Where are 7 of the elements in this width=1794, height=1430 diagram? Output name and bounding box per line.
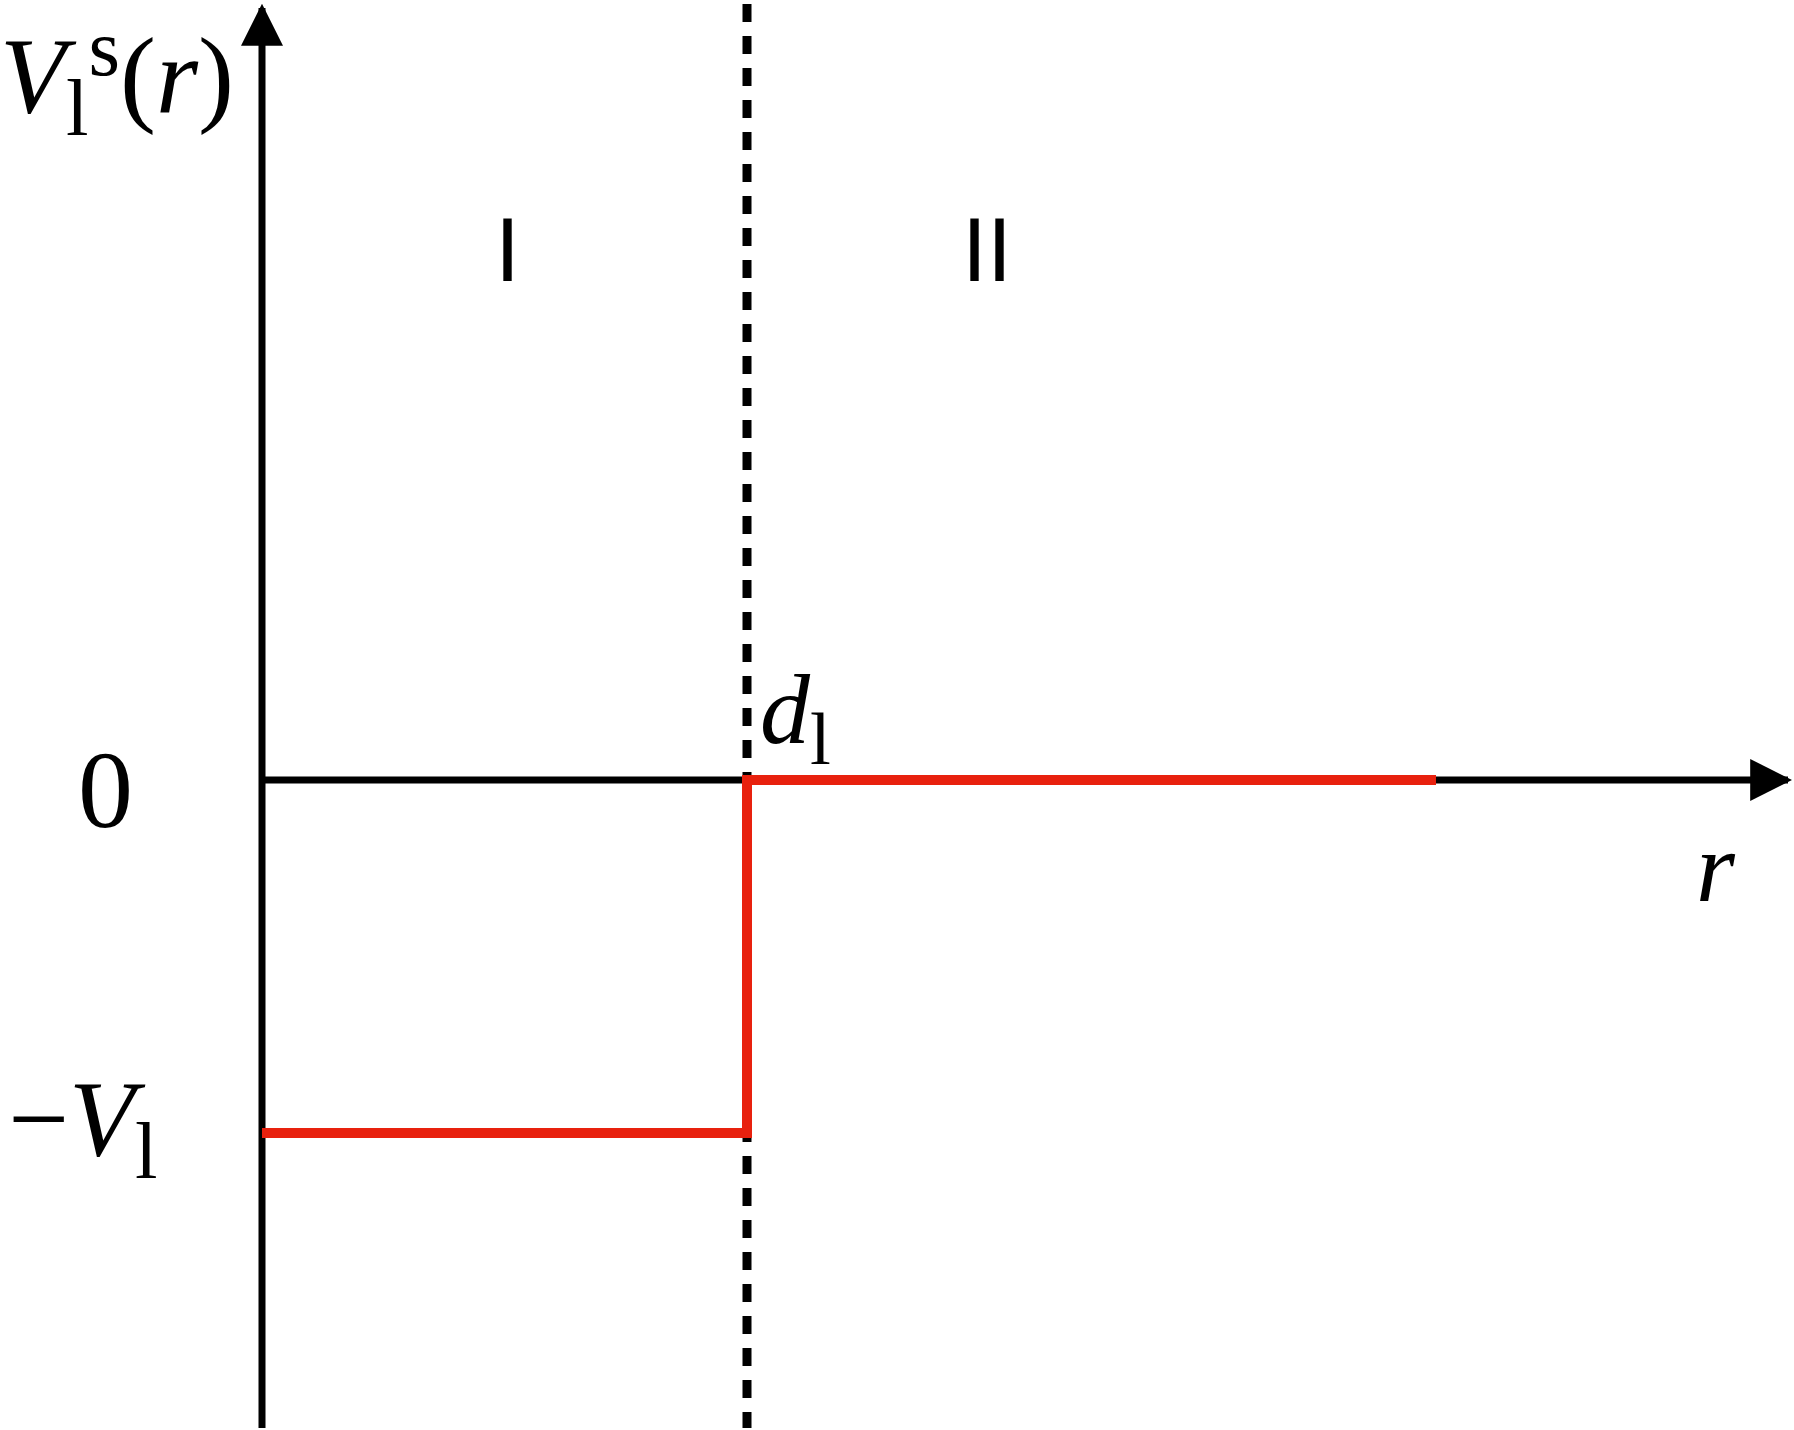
tick-label: 0 bbox=[78, 735, 133, 845]
axis-label: r bbox=[1696, 818, 1735, 918]
boundary-label: d$_{l}$ bbox=[760, 660, 831, 776]
region-label: II bbox=[962, 205, 1012, 295]
region-label: I bbox=[495, 205, 520, 295]
tick-label: −V$_{l}$ bbox=[8, 1065, 158, 1192]
axis-label: V$_{l}$$^{s}$(r) bbox=[0, 8, 234, 149]
